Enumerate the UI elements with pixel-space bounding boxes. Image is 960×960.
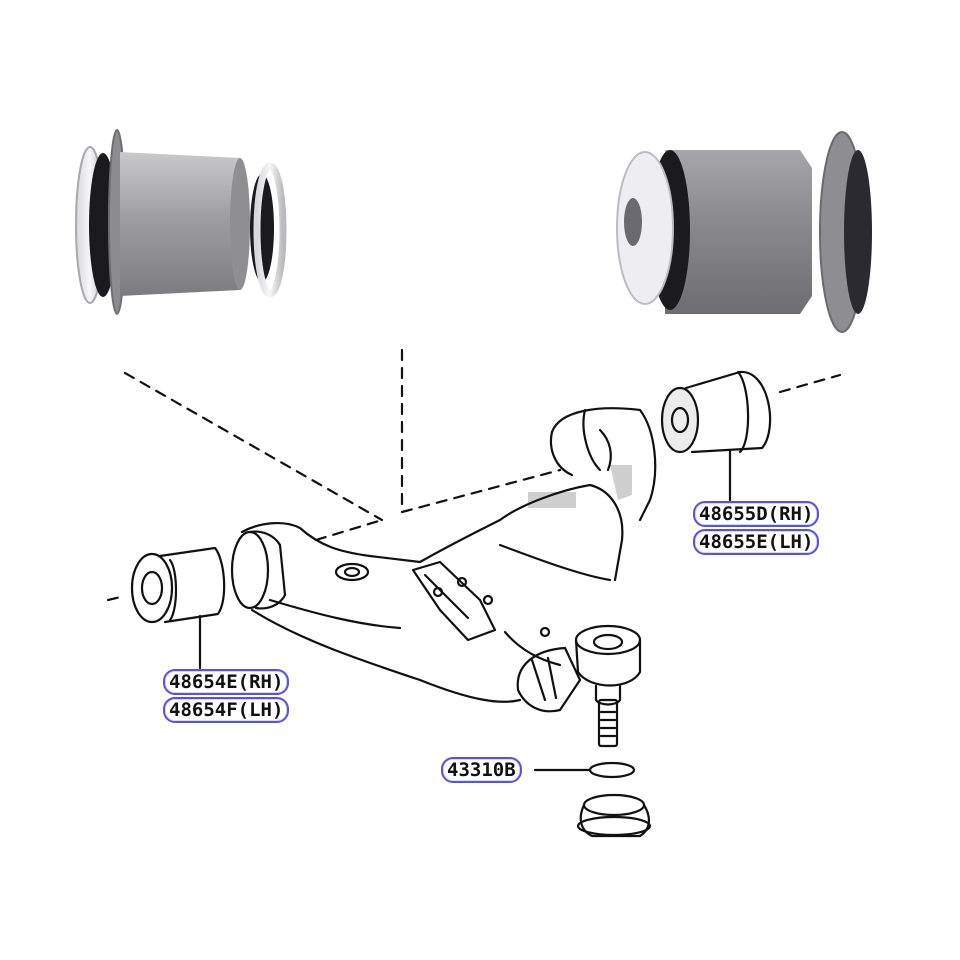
callout-front-bushing: 48655D(RH) 48655E(LH): [693, 501, 820, 555]
part-number-48654F: 48654F(LH): [163, 697, 290, 723]
callout-ball-joint-clip: 43310B: [441, 757, 522, 783]
part-number-48655D: 48655D(RH): [693, 501, 820, 527]
dashed-guide-lines: [106, 348, 842, 602]
part-number-48655E: 48655E(LH): [693, 529, 820, 555]
part-number-43310B: 43310B: [441, 757, 522, 783]
callout-rear-bushing: 48654E(RH) 48654F(LH): [163, 669, 290, 723]
part-number-48654E: 48654E(RH): [163, 669, 290, 695]
